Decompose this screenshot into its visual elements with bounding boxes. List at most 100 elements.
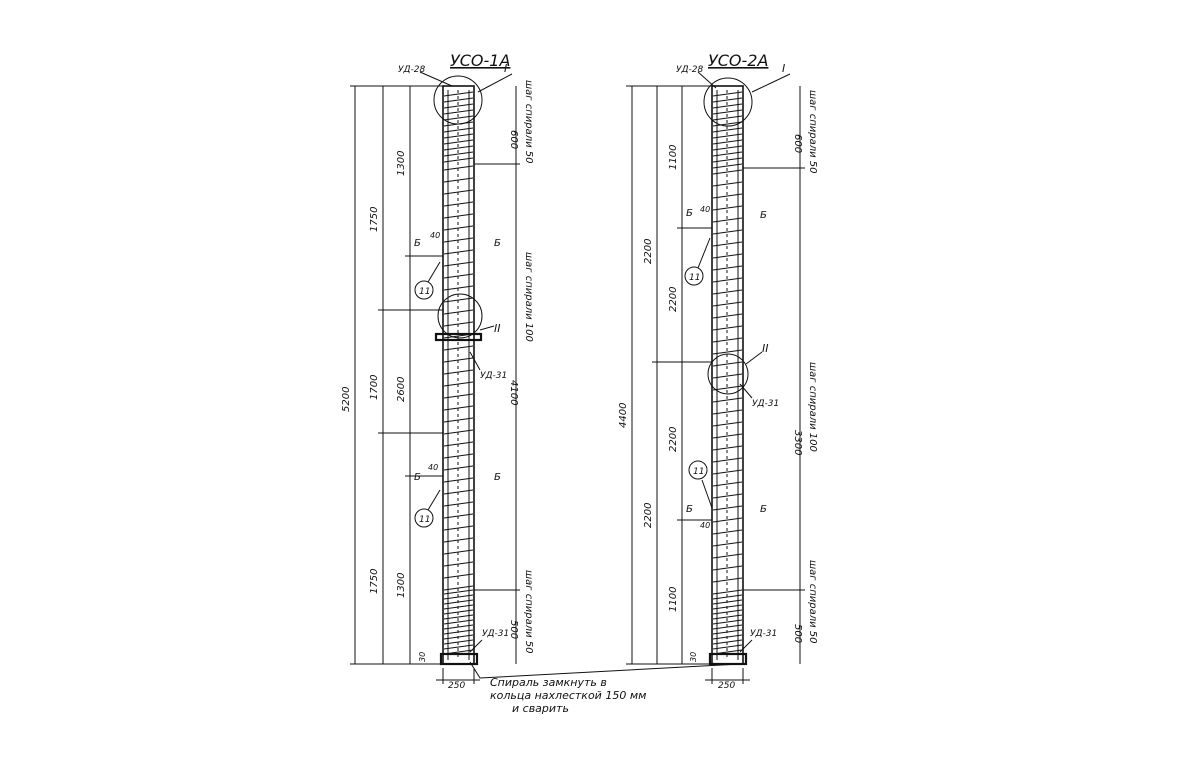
spiral-turn [712, 313, 743, 319]
right-node-ii-leader [745, 351, 763, 365]
spiral-turn [712, 421, 743, 427]
spiral-turn [443, 441, 474, 447]
spiral-turn [712, 91, 743, 97]
right-pitch-top: шаг спирали 50 [807, 90, 818, 174]
right-dim-mid-bottom: 1100 [668, 587, 679, 612]
left-node-ii-label: II [494, 322, 501, 335]
spiral-turn [443, 537, 474, 543]
spiral-turn [443, 249, 474, 255]
left-section-mark-1b: Б [494, 238, 501, 249]
spiral-turn [712, 133, 743, 139]
right-dim-r-mid: 3300 [792, 430, 803, 455]
right-node-ii-label: II [762, 342, 769, 355]
spiral-turn [712, 163, 743, 169]
spiral-turn [712, 217, 743, 223]
left-width-dim: 250 [448, 681, 465, 691]
spiral-turn [443, 189, 474, 195]
spiral-turn [443, 513, 474, 519]
spiral-turn [712, 169, 743, 175]
spiral-turn [443, 165, 474, 171]
left-node-i-leader [477, 73, 513, 93]
left-weld-leader-bottom [469, 639, 483, 653]
left-callout-circle-1 [414, 280, 434, 300]
right-callout-leader-1 [697, 237, 711, 269]
spiral-turn [712, 145, 743, 151]
right-base-plate [708, 652, 748, 666]
spiral-turn [712, 493, 743, 499]
spiral-turn [443, 273, 474, 279]
spiral-turn [712, 609, 743, 615]
right-callout-circle-2 [688, 460, 708, 480]
spiral-turn [712, 139, 743, 145]
left-dim-top: 1750 [369, 207, 380, 232]
spiral-turn [443, 381, 474, 387]
right-dim-r-top: 600 [792, 134, 803, 153]
spiral-turn [443, 139, 474, 145]
left-section-mark-1a: Б [414, 238, 421, 249]
spiral-turn [712, 457, 743, 463]
spiral-turn [712, 629, 743, 635]
spiral-turn [712, 529, 743, 535]
spiral-turn [712, 253, 743, 259]
left-callout-leader-1 [427, 261, 441, 283]
right-section-mark-2a: Б [686, 504, 693, 515]
spiral-turn [443, 115, 474, 121]
spiral-turn [443, 91, 474, 97]
spiral-turn [712, 301, 743, 307]
spiral-turn [712, 289, 743, 295]
spiral-turn [443, 634, 474, 640]
right-weld-leader-bottom [739, 639, 753, 653]
spiral-turn [712, 265, 743, 271]
right-title: УСО-2А [708, 51, 768, 70]
right-pitch-mid: шаг спирали 100 [807, 362, 818, 452]
left-node-i-label: I [504, 62, 507, 75]
spiral-turn [712, 109, 743, 115]
right-dim-mid-3: 2200 [668, 427, 679, 452]
spiral-turn [443, 285, 474, 291]
right-node-i-circle [703, 77, 753, 127]
left-dim-mid-top: 1300 [396, 151, 407, 176]
left-dim-r-top: 600 [508, 130, 519, 149]
spiral-turn [443, 357, 474, 363]
spiral-turn [443, 133, 474, 139]
right-bottom-offset: 30 [689, 652, 698, 662]
spiral-turn [443, 321, 474, 327]
spiral-turn [712, 103, 743, 109]
note-line-3: и сварить [512, 702, 569, 715]
left-callout-2: 11 [419, 515, 430, 525]
spiral-turn [443, 309, 474, 315]
spiral-turn [712, 614, 743, 620]
spiral-turn [443, 549, 474, 555]
spiral-turn [443, 609, 474, 615]
left-callout-leader-2 [427, 489, 441, 511]
spiral-turn [712, 639, 743, 645]
right-dim-total: 4400 [618, 403, 629, 428]
right-dim-mid-2: 2200 [668, 287, 679, 312]
spiral-turn [443, 604, 474, 610]
spiral-turn [443, 561, 474, 567]
left-callout-circle-2 [414, 508, 434, 528]
spiral-turn [443, 525, 474, 531]
spiral-turn [712, 433, 743, 439]
right-offset-1: 40 [700, 205, 710, 214]
spiral-turn [443, 594, 474, 600]
left-weld-item-mid: УД-31 [480, 371, 507, 381]
spiral-turn [443, 369, 474, 375]
left-element-leader [419, 71, 453, 87]
spiral-turn [443, 151, 474, 157]
column-uso-2a: УСО-2А УД-28 I II 4400 2200 2200 1100 22… [618, 51, 818, 691]
spiral-turn [712, 565, 743, 571]
spiral-turn [712, 469, 743, 475]
left-callout-1: 11 [419, 287, 430, 297]
spiral-turn [443, 345, 474, 351]
spiral-turn [712, 445, 743, 451]
right-pitch-bottom: шаг спирали 50 [807, 560, 818, 644]
left-weld-leader-mid [469, 351, 481, 371]
spiral-turn [712, 624, 743, 630]
spiral-turn [443, 405, 474, 411]
right-dim-r-bottom: 500 [792, 624, 803, 643]
spiral-turn [443, 177, 474, 183]
left-element-id: УД-28 [398, 65, 425, 75]
right-weld-item-mid: УД-31 [752, 399, 779, 409]
spiral-turn [443, 501, 474, 507]
